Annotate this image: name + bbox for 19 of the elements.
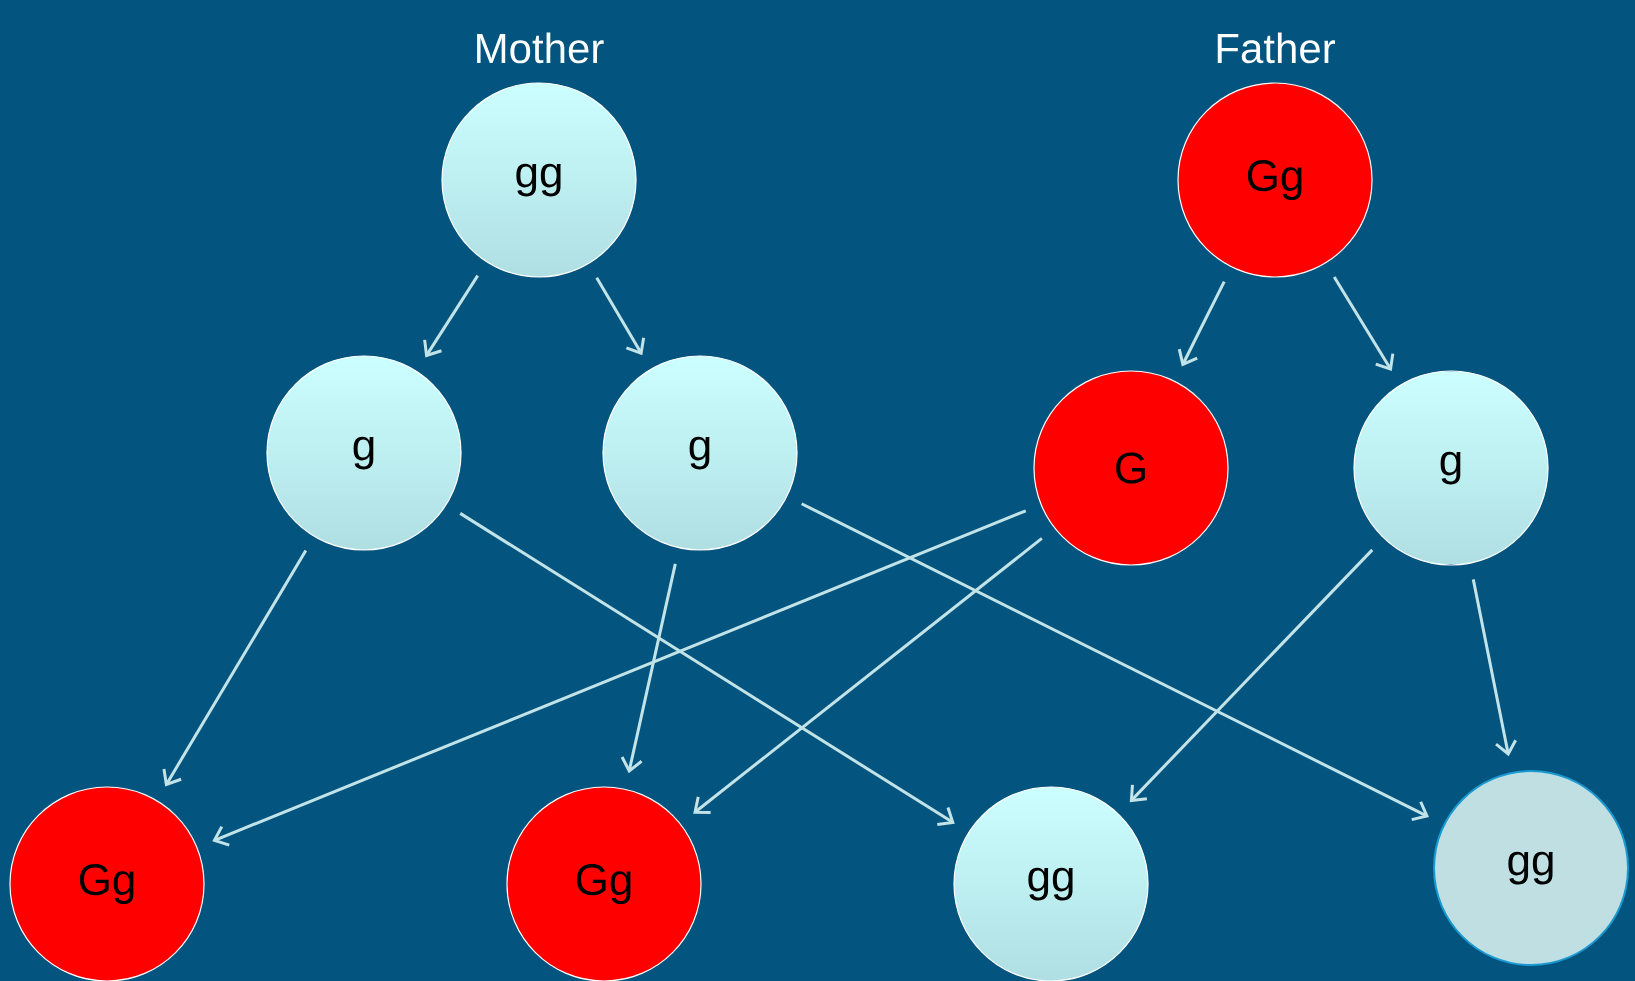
- circle-node: Gg: [1177, 82, 1373, 278]
- arrow: [1129, 548, 1374, 803]
- arrow: [162, 549, 308, 787]
- arrow: [459, 512, 955, 826]
- heading: Mother: [477, 32, 604, 64]
- arrow: [1332, 276, 1395, 372]
- arrow: [800, 502, 1430, 822]
- arrow: [595, 277, 646, 356]
- heading: Father: [1217, 32, 1335, 64]
- circle-node: gg: [1433, 770, 1629, 966]
- arrow: [212, 509, 1027, 847]
- arrow: [620, 563, 677, 774]
- arrow: [1471, 579, 1517, 757]
- circle-node: G: [1033, 370, 1229, 566]
- arrow: [1177, 280, 1226, 367]
- arrow: [423, 274, 479, 358]
- arrow: [693, 537, 1043, 815]
- circle-node: Gg: [9, 786, 205, 981]
- circle-node: Gg: [506, 786, 702, 981]
